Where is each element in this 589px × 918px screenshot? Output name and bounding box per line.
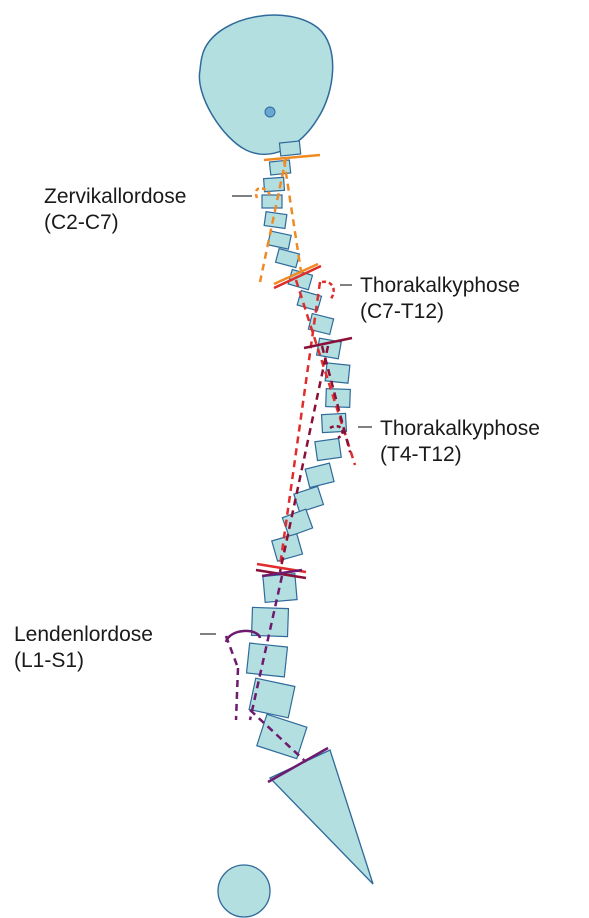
label-thoracic-kyphosis-t4-t12: Thorakalkyphose (T4-T12)	[380, 416, 540, 468]
vertebra	[315, 438, 341, 460]
label-cervical-name: Zervikallordose	[44, 184, 186, 210]
skull-foramen-dot	[265, 107, 275, 117]
vertebra	[279, 141, 300, 156]
vertebra	[269, 160, 290, 175]
label-cervical-lordosis: Zervikallordose (C2-C7)	[44, 184, 186, 236]
vertebra	[305, 463, 334, 487]
sacrum-shape	[270, 750, 373, 884]
label-thoracic-c7-range: (C7-T12)	[360, 299, 520, 325]
skull-shape	[199, 15, 332, 154]
label-lumbar-lordosis: Lendenlordose (L1-S1)	[14, 622, 153, 674]
vertebra	[252, 607, 289, 636]
vertebrae-group	[247, 141, 351, 759]
label-thoracic-t4-name: Thorakalkyphose	[380, 416, 540, 442]
label-thoracic-c7-name: Thorakalkyphose	[360, 273, 520, 299]
label-thoracic-t4-range: (T4-T12)	[380, 442, 540, 468]
label-cervical-range: (C2-C7)	[44, 210, 186, 236]
label-lumbar-range: (L1-S1)	[14, 648, 153, 674]
vertebra	[276, 249, 300, 268]
label-lumbar-name: Lendenlordose	[14, 622, 153, 648]
vertebra	[264, 212, 287, 229]
coccyx-circle	[218, 865, 270, 917]
vertebra	[257, 714, 307, 758]
label-thoracic-kyphosis-c7-t12: Thorakalkyphose (C7-T12)	[360, 273, 520, 325]
